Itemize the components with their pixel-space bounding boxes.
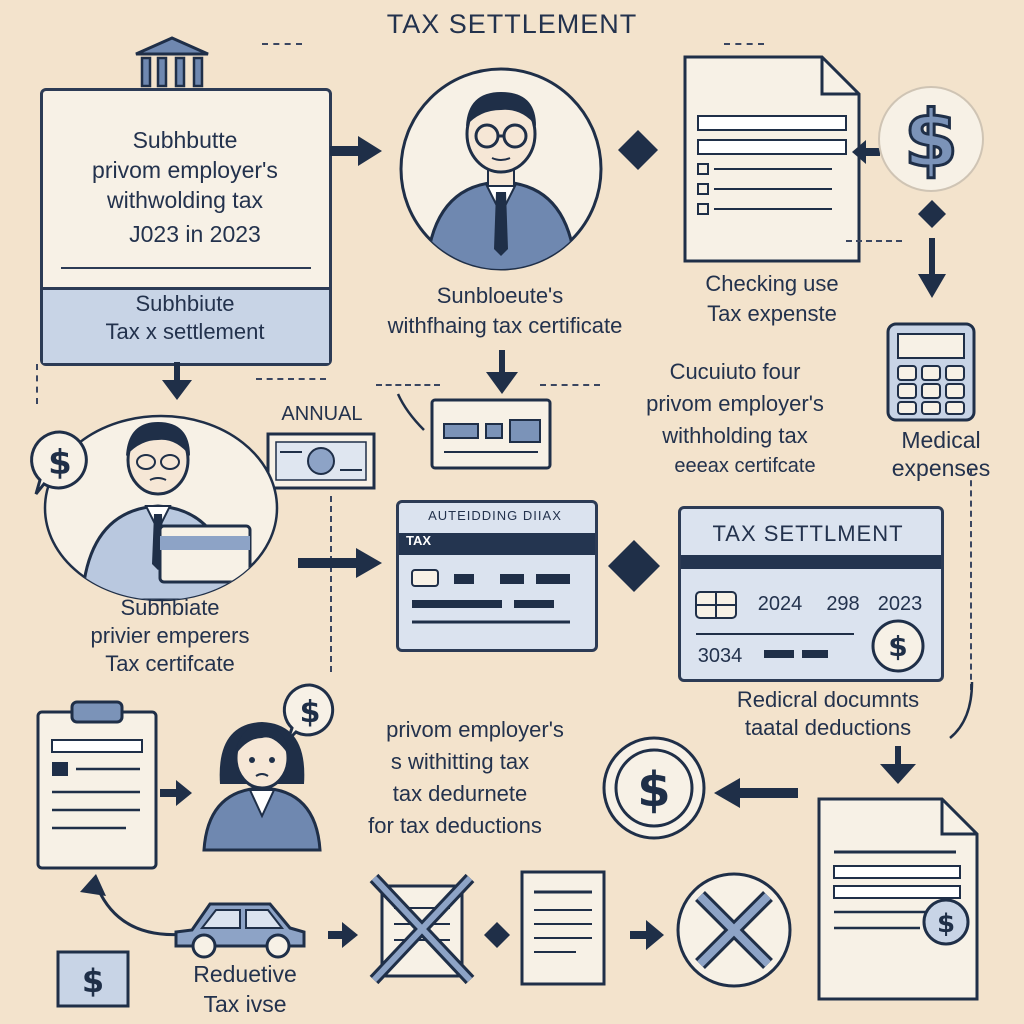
arrow-right-icon (298, 548, 382, 578)
card-mid-header: AUTEIDDING DIIAX (428, 508, 562, 523)
woman-text-2: s withitting tax (390, 749, 530, 774)
person-mid-caption-3: Tax certifcate (105, 651, 235, 676)
settlement-caption-2: taatal deductions (744, 715, 912, 740)
seal-icon: $ (871, 619, 925, 673)
doc-caption-2: Tax expenste (707, 301, 837, 326)
middle-text-1: Cucuiuto four (669, 359, 801, 384)
car-icon (174, 902, 306, 959)
woman-text-3: tax dedurnete (392, 781, 528, 806)
arrow-down-icon (162, 362, 192, 400)
card-mid-band: TAX (406, 533, 432, 548)
connector (396, 393, 425, 431)
arrow-left-icon (714, 778, 798, 808)
svg-text:$: $ (904, 95, 958, 185)
card-footer-1: Subhbiute (135, 291, 235, 316)
banknote-dollar-icon: $ (56, 950, 130, 1008)
paper-icon (520, 870, 606, 986)
settlement-year-3: 2023 (877, 593, 923, 615)
medical-caption-1: Medical (901, 427, 981, 453)
svg-text:$: $ (48, 443, 72, 483)
divider (724, 43, 764, 45)
svg-text:$: $ (937, 909, 955, 939)
page-title: TAX SETTLEMENT (386, 9, 638, 39)
arrow-down-icon (486, 350, 518, 394)
diamond-icon (918, 200, 946, 228)
card-fields (411, 569, 570, 624)
person-woman-icon (202, 722, 322, 852)
woman-text-4: for tax deductions (368, 813, 542, 838)
svg-text:$: $ (637, 762, 670, 818)
divider (262, 43, 302, 45)
document-icon (683, 55, 861, 263)
bottom-caption-2: Tax ivse (203, 991, 287, 1017)
person-icon (43, 414, 279, 602)
doc-caption-1: Checking use (705, 271, 839, 296)
dollar-speech-icon: $ (30, 430, 88, 495)
svg-text:$: $ (888, 630, 907, 663)
clipboard-icon (36, 700, 158, 870)
card-line-3: withwolding tax (107, 187, 263, 213)
svg-text:$: $ (82, 962, 104, 1000)
settlement-caption-1: Redicral documnts (736, 687, 920, 712)
connector (256, 378, 326, 380)
arrow-down-icon (880, 746, 916, 784)
card-line-2: privom employer's (92, 157, 278, 183)
arrow-right-icon (330, 136, 382, 166)
middle-text-2: privom employer's (646, 391, 824, 416)
withholding-card (40, 88, 332, 366)
card-line-1: Subhbutte (132, 127, 238, 153)
connector (330, 496, 332, 672)
settlement-card-title: TAX SETTLMENT (712, 521, 904, 546)
arrow-right-icon (328, 922, 358, 948)
diamond-icon (608, 540, 660, 592)
dollar-icon: $ (878, 86, 984, 192)
settlement-year-1: 2024 (757, 593, 803, 615)
arrow-left-icon (852, 140, 880, 164)
cross-icon (676, 872, 792, 988)
annual-label: ANNUAL (281, 403, 363, 425)
medical-caption-2: expenses (891, 455, 991, 481)
connector (80, 874, 187, 937)
dollar-icon: $ (602, 736, 706, 840)
person-icon (399, 67, 603, 271)
dollar-speech-icon: $ (282, 683, 335, 742)
calculator-icon (886, 322, 976, 422)
connector (846, 240, 902, 242)
svg-text:$: $ (300, 695, 321, 730)
connector (949, 681, 974, 739)
banknote-icon (266, 432, 376, 490)
card-lines (696, 633, 854, 658)
document-icon: $ (817, 797, 979, 1001)
settlement-year-2: 298 (826, 593, 860, 615)
middle-text-3: withholding tax (662, 423, 808, 448)
woman-text-1: privom employer's (386, 717, 564, 742)
connector (970, 470, 972, 690)
arrow-right-icon (630, 920, 664, 950)
card-footer-2: Tax x settlement (105, 319, 265, 344)
chip-icon (695, 591, 737, 619)
arrow-down-icon (918, 238, 946, 298)
crossed-document-icon (369, 873, 475, 985)
connector (36, 364, 38, 404)
settlement-row2: 3034 (697, 645, 743, 667)
middle-text-4: eeeax certifcate (674, 455, 816, 477)
diamond-icon (618, 130, 658, 170)
connector (376, 384, 440, 386)
person-mid-caption-1: Subhbiate (120, 595, 220, 620)
person-caption-1: Sunbloeute's (436, 283, 564, 308)
arrow-right-icon (160, 780, 192, 806)
bottom-caption-1: Reduetive (193, 961, 297, 987)
connector (540, 384, 600, 386)
bank-icon (134, 36, 210, 94)
diamond-icon (484, 922, 510, 948)
person-mid-caption-2: privier emperers (90, 623, 250, 648)
card-line-4: J023 in 2023 (129, 221, 261, 247)
person-caption-2: withfhaing tax certificate (387, 313, 623, 338)
card-icon (430, 398, 552, 470)
